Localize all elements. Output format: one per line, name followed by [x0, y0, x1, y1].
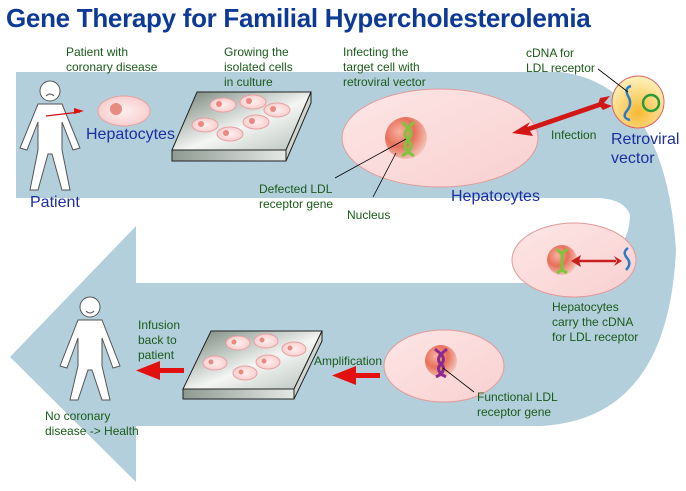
injection-icon — [45, 108, 84, 117]
label-infusion: Infusion back to patient — [138, 318, 181, 362]
label-cdna-for-ldl: cDNA for LDL receptor — [526, 46, 595, 75]
functional-gene-icon — [434, 347, 448, 379]
label-retroviral-vector: Retroviral vector — [611, 131, 680, 167]
patient-figure-healthy — [59, 296, 121, 401]
label-infection: Infection — [551, 128, 597, 142]
defective-gene-icon — [400, 120, 416, 158]
label-patient: Patient — [30, 194, 80, 211]
amplification-arrow — [332, 366, 380, 385]
label-amplification: Amplification — [314, 354, 383, 368]
hepatocyte-cell-with-cdna — [511, 222, 637, 298]
hepatocyte-cell-infected — [334, 88, 539, 198]
label-hepatocytes-1: Hepatocytes — [86, 126, 175, 143]
label-hepatocytes-carry-cdna: Hepatocytes carry the cDNA for LDL recep… — [552, 300, 639, 344]
label-functional-gene: Functional LDL receptor gene — [477, 390, 558, 419]
label-no-disease: No coronary disease -> Health — [45, 409, 139, 438]
label-defected-gene: Defected LDL receptor gene — [259, 182, 334, 211]
label-hepatocytes-2: Hepatocytes — [451, 188, 540, 205]
step-label-patient-with-disease: Patient with coronary disease — [66, 45, 158, 74]
hepatocyte-cell-small — [97, 95, 151, 127]
culture-plate-top — [171, 91, 312, 162]
label-nucleus: Nucleus — [347, 208, 391, 222]
step-label-infecting: Infecting the target cell with retrovira… — [343, 45, 426, 89]
page-title: Gene Therapy for Familial Hypercholester… — [6, 3, 591, 33]
retroviral-vector — [597, 68, 665, 129]
cdna-icon — [623, 84, 632, 122]
flow-arrow — [10, 72, 676, 482]
infection-arrow — [512, 96, 612, 136]
patient-figure-sick — [19, 80, 81, 191]
culture-plate-bottom — [182, 330, 323, 400]
step-label-growing-cells: Growing the isolated cells in culture — [224, 45, 293, 89]
infusion-arrow — [136, 361, 184, 380]
hepatocyte-cell-functional — [383, 329, 505, 403]
